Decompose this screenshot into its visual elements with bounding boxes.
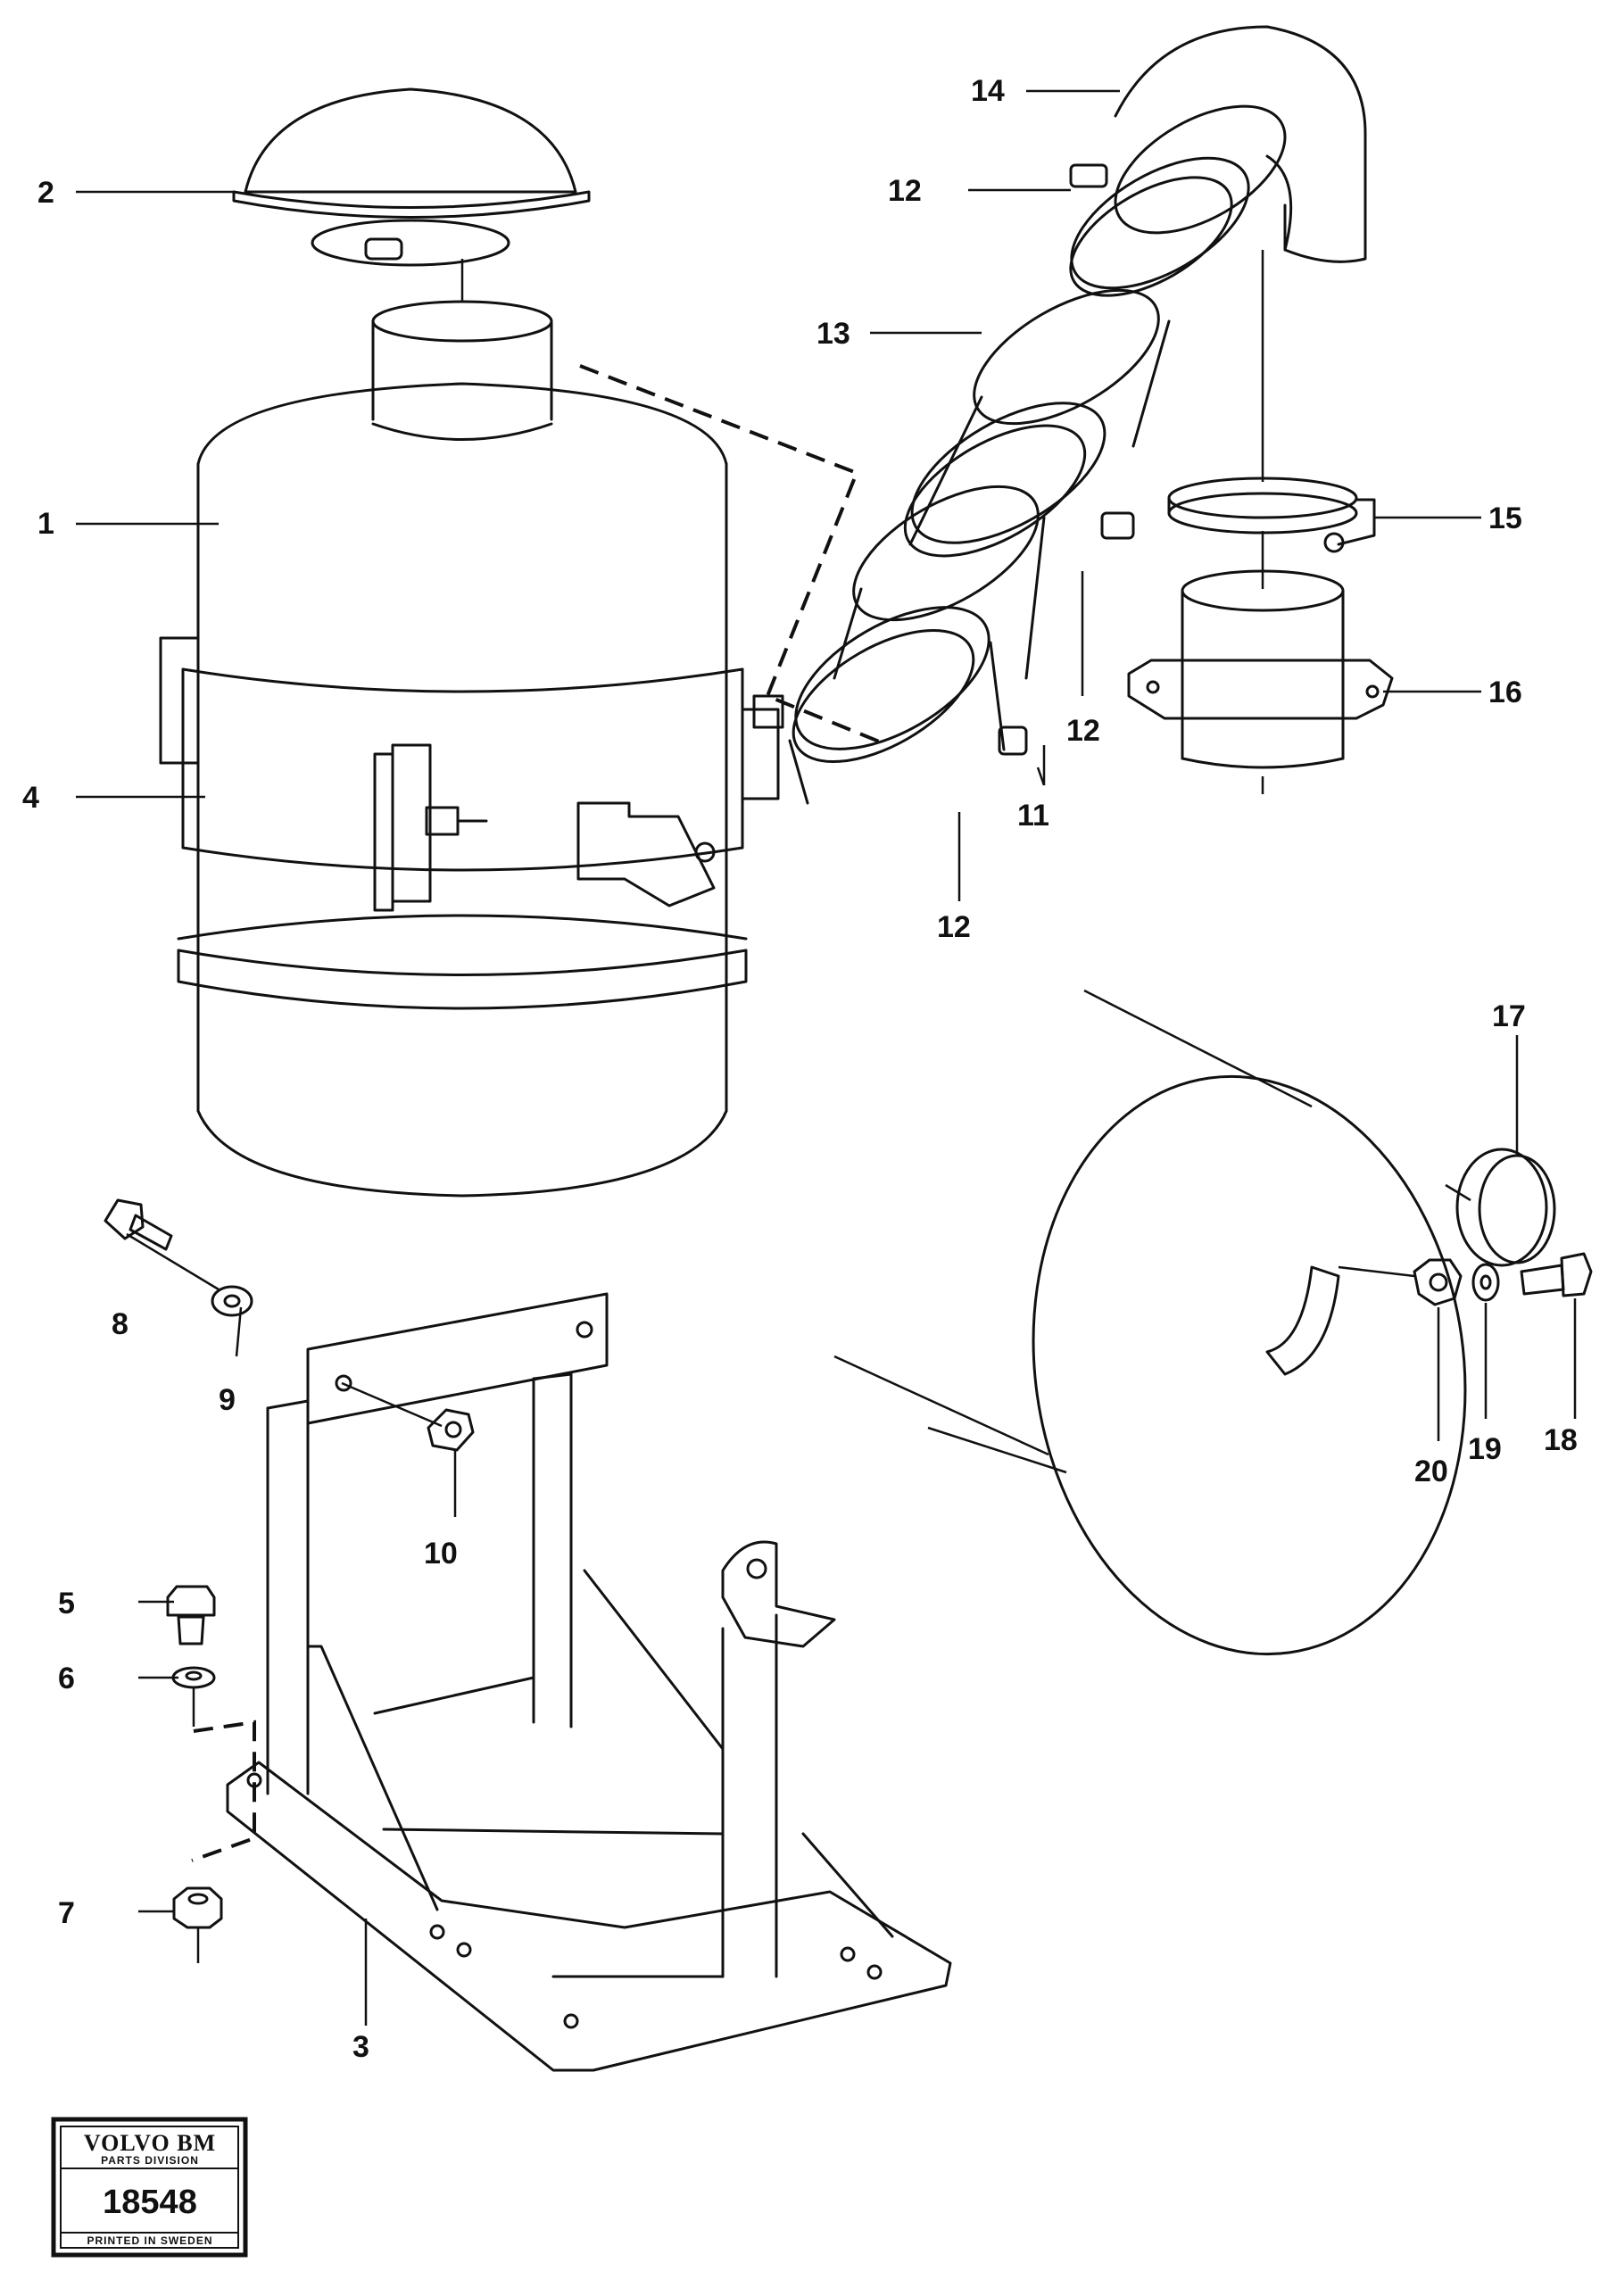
callout-2: 2 — [37, 176, 54, 210]
callout-12-middle: 12 — [1066, 714, 1100, 748]
callout-7: 7 — [58, 1896, 75, 1930]
hose-part — [908, 288, 1171, 546]
callout-20: 20 — [1414, 1455, 1448, 1488]
leader-lines — [76, 89, 1577, 2026]
callout-15: 15 — [1488, 501, 1522, 535]
callout-3: 3 — [352, 2030, 369, 2064]
nut-part — [427, 1408, 475, 1452]
tank-cylinder-part — [1032, 1074, 1467, 1656]
washer-small-part — [171, 1666, 216, 1689]
callout-16: 16 — [1488, 676, 1522, 709]
callout-9: 9 — [219, 1383, 236, 1417]
strap-band-part — [181, 667, 784, 912]
callout-5: 5 — [58, 1587, 75, 1620]
nut-right-part — [1413, 1258, 1463, 1306]
bracket-stand-part — [226, 1292, 952, 2072]
stamp-number: 18548 — [103, 2184, 197, 2221]
callout-6: 6 — [58, 1662, 75, 1695]
hose-clamp-middle-part — [833, 402, 1135, 680]
screw-part — [166, 1585, 216, 1645]
callout-17: 17 — [1492, 999, 1526, 1033]
callout-19: 19 — [1468, 1432, 1502, 1466]
cover-cap-part — [232, 87, 591, 267]
elbow-part — [1114, 25, 1367, 263]
parts-division-stamp: VOLVO BM PARTS DIVISION 18548 PRINTED IN… — [51, 2117, 248, 2258]
clamp-ring-part — [1167, 477, 1376, 553]
air-cleaner-body-part — [159, 300, 748, 1198]
stamp-division: PARTS DIVISION — [101, 2154, 199, 2167]
callout-4: 4 — [22, 781, 39, 815]
cap-part — [1455, 1148, 1556, 1267]
callout-labels: 1 2 3 4 5 6 7 8 9 10 11 12 12 12 13 14 1… — [22, 74, 1578, 2064]
callout-14: 14 — [971, 74, 1005, 108]
bolt-right-part — [1520, 1252, 1593, 1297]
callout-13: 13 — [816, 317, 850, 351]
washer-right-part — [1471, 1263, 1500, 1302]
stamp-footer: PRINTED IN SWEDEN — [87, 2234, 212, 2247]
callout-8: 8 — [112, 1307, 128, 1341]
callout-10: 10 — [424, 1537, 458, 1571]
bolt-part — [104, 1198, 173, 1251]
callout-12-lower: 12 — [937, 910, 971, 944]
callout-1: 1 — [37, 507, 54, 541]
stamp-brand: VOLVO BM — [84, 2130, 216, 2156]
callout-12-upper: 12 — [888, 174, 922, 208]
callout-18: 18 — [1544, 1423, 1578, 1457]
flange-pipe-part — [1127, 569, 1394, 769]
dashed-connector — [191, 364, 889, 1862]
hose-clamp-upper-part — [1069, 156, 1250, 297]
washer-part — [211, 1285, 253, 1317]
callout-11: 11 — [1017, 799, 1049, 833]
nut-small-part — [172, 1886, 223, 1929]
hose-clamp-lower-part — [788, 606, 1028, 805]
